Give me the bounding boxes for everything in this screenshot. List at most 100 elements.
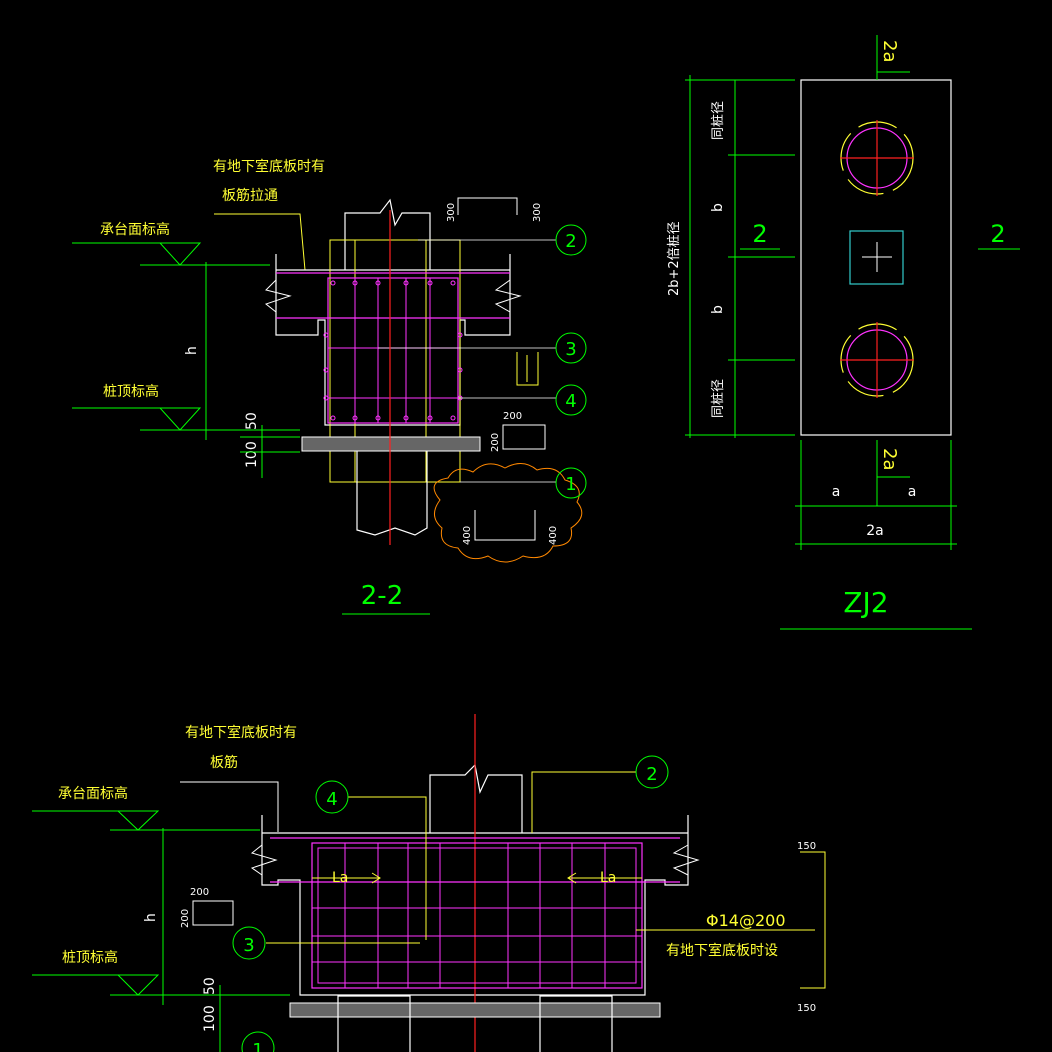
pile-cap-plan-outline — [800, 79, 952, 436]
section-2-2: 有地下室底板时有 板筋拉通 承台面标高 桩顶标高 h 50 100 300 — [72, 158, 587, 615]
plan-top-2a: 2a — [879, 40, 900, 62]
column-square-plan — [849, 230, 904, 285]
rebar-spec: Φ14@200 — [706, 911, 786, 930]
note-leader — [214, 213, 306, 271]
dim-400b: 400 — [548, 526, 559, 545]
bottom-marker-2-text: 2 — [646, 764, 657, 785]
cap-top-elevation-triangle — [158, 242, 202, 266]
plan-dim-pile-dia-top: 同桩径 — [711, 101, 726, 140]
marker-3: 3 — [555, 332, 587, 364]
bottom-detail-200-box — [192, 900, 234, 926]
bottom-pile-left — [337, 995, 411, 1052]
blinding-layer — [301, 436, 481, 452]
note-bottom-line1: 有地下室底板时有 — [185, 724, 297, 741]
note-basement-slab-line1: 有地下室底板时有 — [213, 158, 325, 175]
stirrup-detail — [516, 352, 539, 386]
bottom-rebar-horizontals — [312, 907, 642, 963]
plan-cut-left: 2 — [752, 220, 767, 248]
bottom-pile-right — [539, 995, 613, 1052]
note-basement-slab-line2: 板筋拉通 — [222, 187, 278, 204]
plan-cut-right: 2 — [990, 220, 1005, 248]
rebar-dots — [323, 280, 463, 421]
dim-200w: 200 — [503, 411, 522, 422]
dim-50-text: 50 — [244, 412, 260, 430]
pile-circle-top — [840, 120, 914, 196]
bottom-dim-50-text: 50 — [202, 977, 218, 995]
bottom-pile-top-label: 桩顶标高 — [62, 949, 118, 966]
rebar-cage — [327, 277, 459, 424]
bottom-marker-2: 2 — [635, 755, 669, 789]
bottom-marker-4: 4 — [315, 780, 349, 814]
bottom-dim-h-text: h — [143, 913, 159, 922]
dim-200h: 200 — [490, 433, 501, 452]
plan-dim-total: 2b+2倍桩径 — [667, 221, 682, 296]
pile-circle-bottom — [840, 322, 914, 398]
pile-top-elevation-triangle — [158, 407, 202, 431]
dim-150-top: 150 — [797, 841, 816, 852]
dim-300-bracket — [457, 197, 518, 215]
cap-top-elevation-label: 承台面标高 — [100, 221, 170, 238]
dim-400a: 400 — [462, 526, 473, 545]
dim-150-bracket — [800, 851, 826, 989]
bottom-break-left — [250, 844, 278, 876]
plan-dim-a1: a — [832, 484, 841, 500]
plan-dim-b2: b — [710, 305, 726, 314]
la-left-arrowhead — [371, 872, 381, 884]
bottom-cap-top-label: 承台面标高 — [58, 785, 128, 802]
marker-1: 1 — [555, 467, 587, 499]
marker-4-text: 4 — [565, 391, 576, 412]
plan-title: ZJ2 — [843, 586, 888, 619]
bottom-column-outline — [429, 763, 523, 833]
bottom-dim-100-text: 100 — [202, 1005, 218, 1032]
bottom-pile-top-triangle — [116, 974, 160, 996]
la-right-arrowhead — [567, 872, 577, 884]
plan-dim-a2: a — [908, 484, 917, 500]
bottom-marker-1-text: 1 — [252, 1040, 263, 1052]
bottom-dim-200h: 200 — [180, 909, 191, 928]
plan-bottom-2a: 2a — [879, 448, 900, 470]
pile-cap-yellow-outline — [329, 239, 461, 483]
bottom-blinding-layer — [289, 1002, 661, 1018]
section-title: 2-2 — [361, 581, 403, 611]
bottom-dim-200w: 200 — [190, 887, 209, 898]
pile-top-elevation-label: 桩顶标高 — [103, 383, 159, 400]
bottom-rebar-cage-inner — [317, 847, 637, 984]
plan-dim-pile-dia-bottom: 同桩径 — [711, 379, 726, 418]
dim-150-bottom: 150 — [797, 1003, 816, 1014]
detail-200-box — [502, 424, 546, 450]
note-bottom-line2: 板筋 — [210, 754, 238, 771]
marker-1-text: 1 — [565, 474, 576, 495]
dim-300b: 300 — [532, 203, 543, 222]
note-bottom-leader — [180, 781, 279, 832]
bottom-rebar-verticals — [344, 843, 606, 988]
cloud-detail-hook — [474, 510, 536, 541]
leader-marker-4 — [348, 796, 427, 940]
revision-cloud — [433, 463, 583, 563]
bottom-marker-4-text: 4 — [326, 789, 337, 810]
dim-h-text: h — [184, 346, 200, 355]
bottom-rebar-cage — [311, 842, 643, 989]
marker-3-text: 3 — [565, 339, 576, 360]
bottom-marker-1: 1 — [241, 1031, 275, 1052]
break-symbol-right — [494, 279, 522, 313]
plan-dim-b1: b — [710, 203, 726, 212]
rebar-note: 有地下室底板时设 — [666, 942, 778, 959]
bottom-marker-3-text: 3 — [243, 935, 254, 956]
pile-outline — [356, 451, 428, 536]
column-outline — [344, 198, 431, 270]
dim-300a: 300 — [446, 203, 457, 222]
break-symbol-left — [264, 279, 292, 313]
section-bottom: 有地下室底板时有 板筋 承台面标高 桩顶标高 h 50 100 200 200 — [32, 714, 826, 1052]
dim-100-text: 100 — [244, 441, 260, 468]
plan-dim-2a: 2a — [866, 523, 884, 539]
bottom-cap-outline — [261, 815, 689, 996]
marker-4: 4 — [555, 384, 587, 416]
marker-2-text: 2 — [565, 231, 576, 252]
marker-2: 2 — [555, 224, 587, 256]
bottom-cap-top-triangle — [116, 810, 160, 831]
plan-zj2: 2a 同桩径 b b 同桩径 2b+2倍 — [667, 35, 1020, 630]
pile-cap-outline — [275, 254, 511, 426]
leader-marker-2 — [531, 771, 636, 833]
bottom-break-right — [672, 844, 700, 876]
